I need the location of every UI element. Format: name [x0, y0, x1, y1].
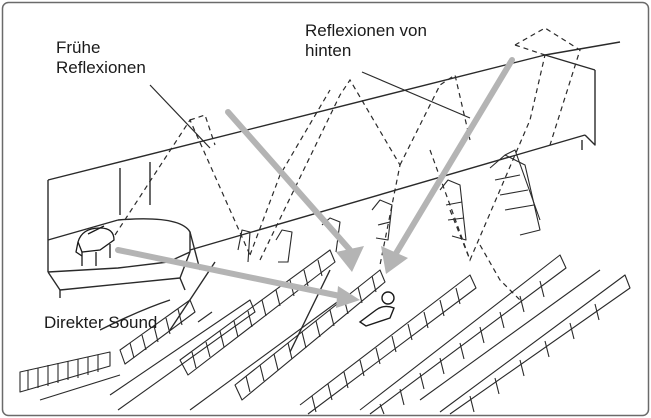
label-leader-lines	[149, 71, 471, 323]
grand-piano-icon	[75, 225, 115, 266]
direct-sound-leader	[197, 311, 213, 323]
rear-reflections-leader	[361, 71, 471, 119]
early-reflections-label: Frühe Reflexionen	[56, 38, 146, 78]
sound-arrows	[115, 57, 515, 299]
listener-icon	[358, 291, 395, 327]
hall-architecture	[47, 41, 621, 353]
rear-reflections-label-line2: hinten	[305, 41, 352, 60]
early-reflection-arrow	[225, 109, 353, 253]
early-reflections-label-line2: Reflexionen	[56, 58, 146, 77]
seating-area	[19, 149, 631, 415]
arrow-heads	[336, 246, 408, 308]
rear-reflections-label-line1: Reflexionen von	[305, 21, 427, 40]
early-reflections-label-line1: Frühe	[56, 38, 101, 57]
direct-sound-arrow	[115, 247, 343, 299]
early-reflections-leader	[149, 84, 211, 149]
rear-reflections-label: Reflexionen von hinten	[305, 21, 427, 61]
rear-reflection-arrow	[392, 57, 515, 258]
direct-sound-label-text: Direkter Sound	[44, 313, 158, 332]
direct-sound-label: Direkter Sound	[44, 313, 157, 333]
